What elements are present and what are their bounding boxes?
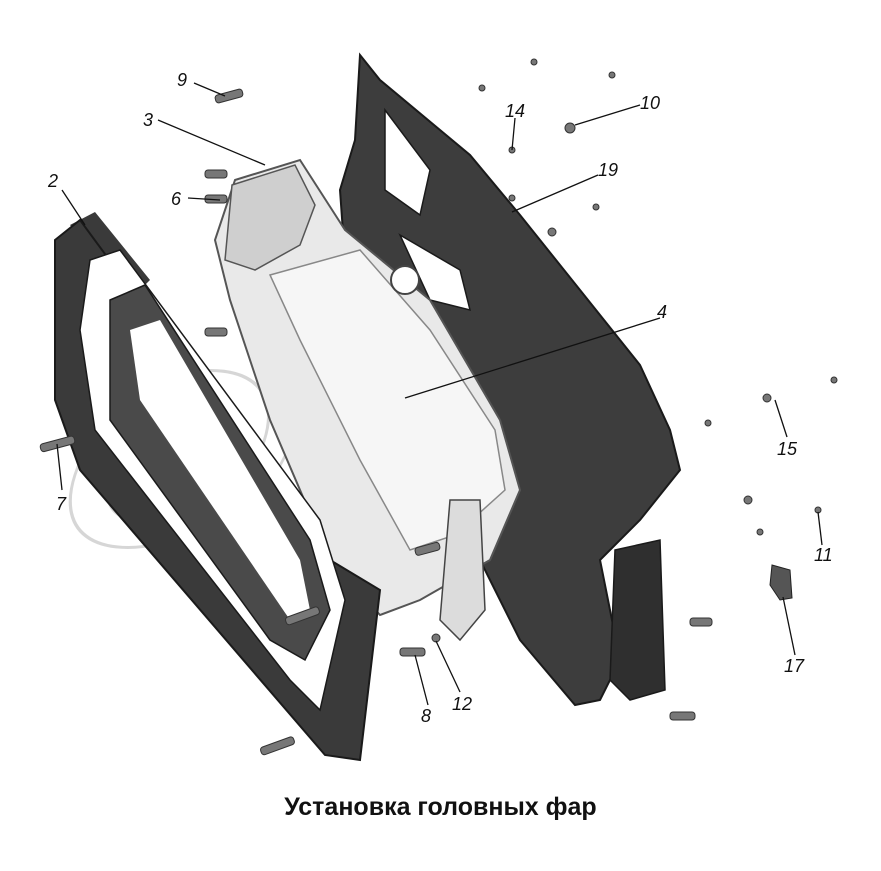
bracket-17 <box>769 564 793 601</box>
callout-7: 7 <box>56 494 67 514</box>
fasteners <box>39 58 838 756</box>
callout-11: 11 <box>814 545 833 565</box>
callout-9: 9 <box>177 70 187 90</box>
callouts: 9 3 2 6 7 14 10 19 4 15 11 17 8 12 <box>47 70 833 726</box>
diagram-caption: Установка головных фар <box>284 793 597 821</box>
callout-3: 3 <box>143 110 153 130</box>
callout-10: 10 <box>640 93 660 113</box>
rear-housing-panel <box>338 52 682 707</box>
callout-19: 19 <box>598 160 618 180</box>
headlight-unit <box>213 158 522 642</box>
callout-17: 17 <box>784 656 805 676</box>
callout-12: 12 <box>452 694 472 714</box>
front-frame <box>54 212 382 762</box>
callout-8: 8 <box>421 706 431 726</box>
leader-lines <box>56 82 823 706</box>
callout-2: 2 <box>47 171 58 191</box>
callout-15: 15 <box>777 439 798 459</box>
callout-14: 14 <box>505 101 525 121</box>
callout-4: 4 <box>657 302 667 322</box>
callout-6: 6 <box>171 189 182 209</box>
